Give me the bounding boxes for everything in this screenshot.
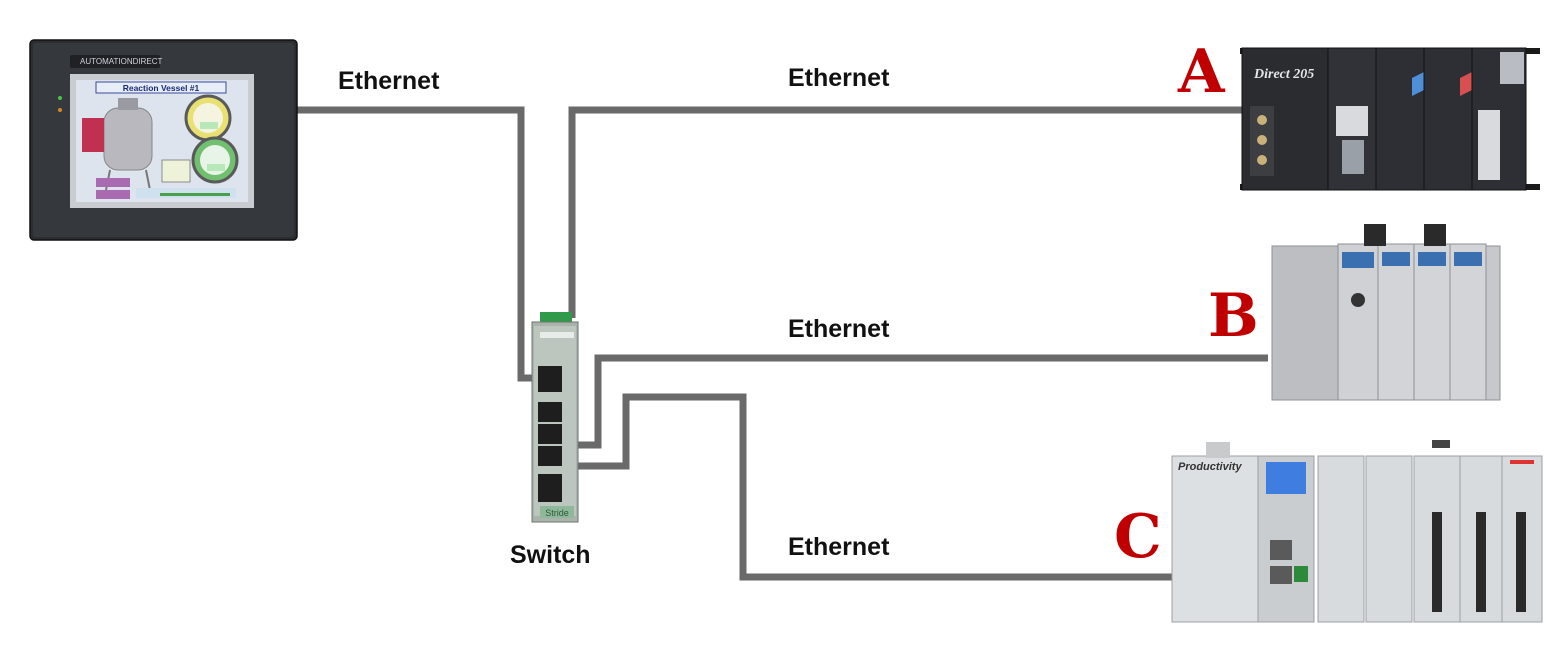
controller-b-letter: B <box>1208 281 1259 351</box>
cable-switch-to-b <box>552 354 1268 449</box>
cable-hmi-to-switch <box>296 106 560 382</box>
hmi-panel <box>29 39 298 241</box>
controller-a-model-text: Direct 205 <box>1253 67 1314 82</box>
switch-brand-text: Stride <box>545 508 569 518</box>
controller-a-letter: A <box>1178 37 1225 107</box>
ethernet-label-hmi: Ethernet <box>338 67 440 95</box>
hmi-brand-text: AUTOMATIONDIRECT <box>80 57 162 66</box>
controller-c-model-text: Productivity <box>1178 461 1242 473</box>
controller-c-letter: C <box>1114 502 1162 572</box>
ethernet-label-b: Ethernet <box>788 315 890 343</box>
ethernet-label-c: Ethernet <box>788 533 890 561</box>
controller-a-rack <box>1240 47 1540 191</box>
ethernet-switch <box>531 312 579 523</box>
switch-label: Switch <box>510 541 591 569</box>
controller-b-rack <box>1271 224 1501 401</box>
cable-switch-to-c <box>552 393 1172 581</box>
controller-c-rack <box>1171 440 1543 623</box>
cable-switch-to-a <box>568 106 1250 318</box>
hmi-screen-title: Reaction Vessel #1 <box>123 83 200 93</box>
ethernet-label-a: Ethernet <box>788 64 890 92</box>
